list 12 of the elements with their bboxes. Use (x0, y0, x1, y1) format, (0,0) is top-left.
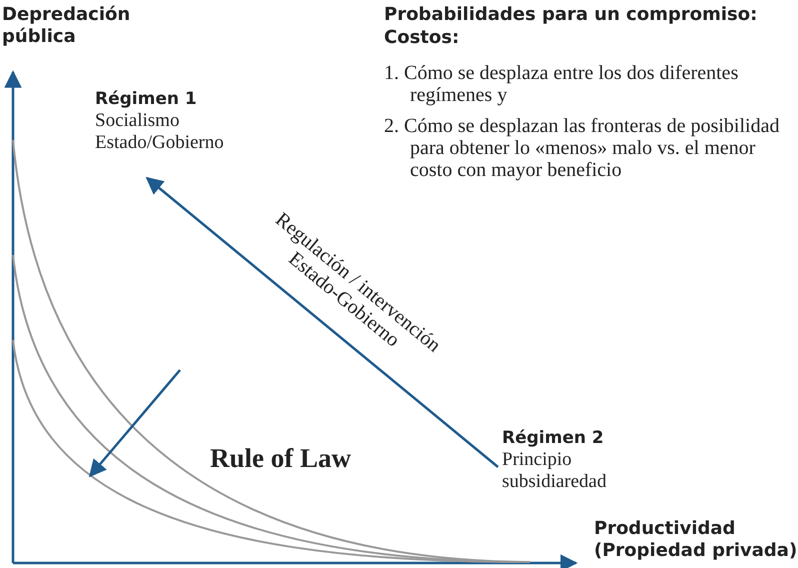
regime-description: Principio subsidiaredad (502, 449, 608, 493)
list-item: 2. Cómo se desplazan las fronteras de posibilidad para obtener lo «menos» malo vs. el menor costo con mayor beneficio (384, 115, 780, 181)
regime-description: Socialismo Estado/Gobierno (95, 110, 225, 154)
heading: Costos: (384, 27, 460, 49)
axis-title: Depredación pública (2, 4, 132, 48)
regime-heading: Régimen 2 (502, 427, 605, 449)
list-item: 1. Cómo se desplaza entre los dos diferentes regímenes y (384, 62, 740, 106)
region-label: Rule of Law (210, 443, 352, 474)
arrow (146, 176, 499, 468)
axis-title: Productividad (Propiedad privada) (594, 518, 798, 562)
regime-heading: Régimen 1 (95, 88, 198, 110)
heading: Probabilidades para un compromiso: (384, 4, 758, 26)
